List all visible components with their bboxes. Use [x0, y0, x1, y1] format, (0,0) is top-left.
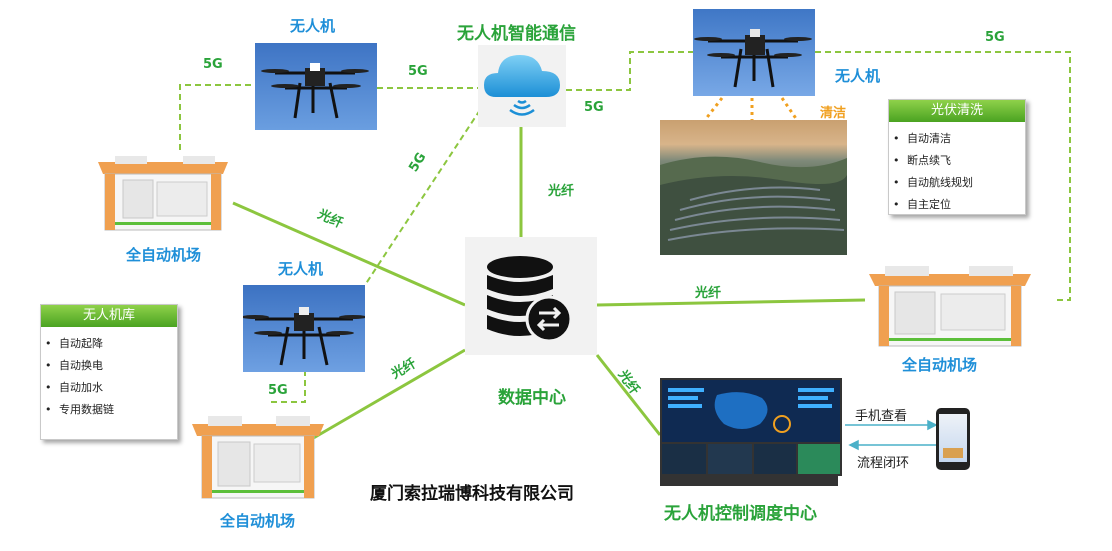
link-5g-label: 5G [584, 100, 604, 115]
station-label-left-bottom: 全自动机场 [220, 512, 296, 530]
control-center-label: 无人机控制调度中心 [664, 504, 817, 524]
phone-icon [936, 408, 970, 470]
fiber-link-datacenter-control [595, 354, 662, 436]
hangar-box-title: 无人机库 [41, 305, 177, 327]
hangar-box-item: 自动加水 [45, 377, 177, 399]
dashed-link-cloud-drone-right [566, 51, 693, 91]
link-5g-label: 5G [203, 57, 223, 72]
pv-box-item: 自动航线规划 [893, 172, 1025, 194]
solar-farm-photo [660, 120, 847, 255]
cleaning-line-1 [703, 97, 724, 121]
link-5g-label: 5G [268, 383, 288, 398]
fiber-link-station-datacenter [232, 201, 466, 307]
phone-view-label: 手机查看 [855, 409, 908, 424]
database-sync-icon [487, 256, 573, 343]
clean-label: 清洁 [820, 106, 847, 121]
pv-box-item: 自动清洁 [893, 128, 1025, 150]
hangar-box-item: 自动起降 [45, 333, 177, 355]
dashed-link-drone-middle-station [268, 370, 306, 403]
loop-label: 流程闭环 [857, 456, 910, 471]
drone-label-top-left: 无人机 [290, 17, 336, 35]
data-center-label: 数据中心 [498, 388, 566, 408]
pv-box-title: 光伏清洗 [889, 100, 1025, 122]
link-5g-label: 5G [985, 30, 1005, 45]
drone-photo-middle [243, 285, 365, 372]
cleaning-line-3 [780, 97, 799, 121]
company-label: 厦门索拉瑞博科技有限公司 [370, 484, 574, 504]
fiber-link-station-bottom-datacenter [309, 348, 466, 442]
station-left-bottom [188, 410, 328, 502]
link-5g-label: 5G [408, 64, 428, 79]
link-fiber-label: 光纤 [548, 184, 575, 199]
drone-photo-top-left [255, 43, 377, 130]
dashed-link-station-drone-left [179, 84, 255, 150]
link-fiber-label: 光纤 [695, 286, 722, 301]
pv-box-item: 自主定位 [893, 194, 1025, 216]
dashed-link-cloud-drone-middle [364, 109, 481, 286]
cloud-label: 无人机智能通信 [457, 24, 576, 44]
cloud-box [478, 45, 566, 127]
cloud-icon [484, 55, 560, 116]
station-left-top [93, 152, 233, 234]
station-right [865, 262, 1035, 350]
dashed-link-drone-right-station [815, 51, 1071, 301]
hangar-box: 无人机库 自动起降 自动换电 自动加水 专用数据链 [40, 304, 178, 440]
pv-cleaning-box: 光伏清洗 自动清洁 断点续飞 自动航线规划 自主定位 [888, 99, 1026, 216]
drone-photo-top-right [693, 9, 815, 96]
data-center-box [465, 237, 597, 355]
fiber-link-datacenter-station-right [596, 298, 866, 307]
control-center-screens [660, 378, 842, 488]
pv-box-item: 断点续飞 [893, 150, 1025, 172]
drone-label-middle: 无人机 [278, 260, 324, 278]
hangar-box-item: 专用数据链 [45, 399, 177, 421]
hangar-box-item: 自动换电 [45, 355, 177, 377]
station-label-left-top: 全自动机场 [126, 246, 202, 264]
drone-label-top-right: 无人机 [835, 67, 881, 85]
station-label-right: 全自动机场 [902, 356, 978, 374]
